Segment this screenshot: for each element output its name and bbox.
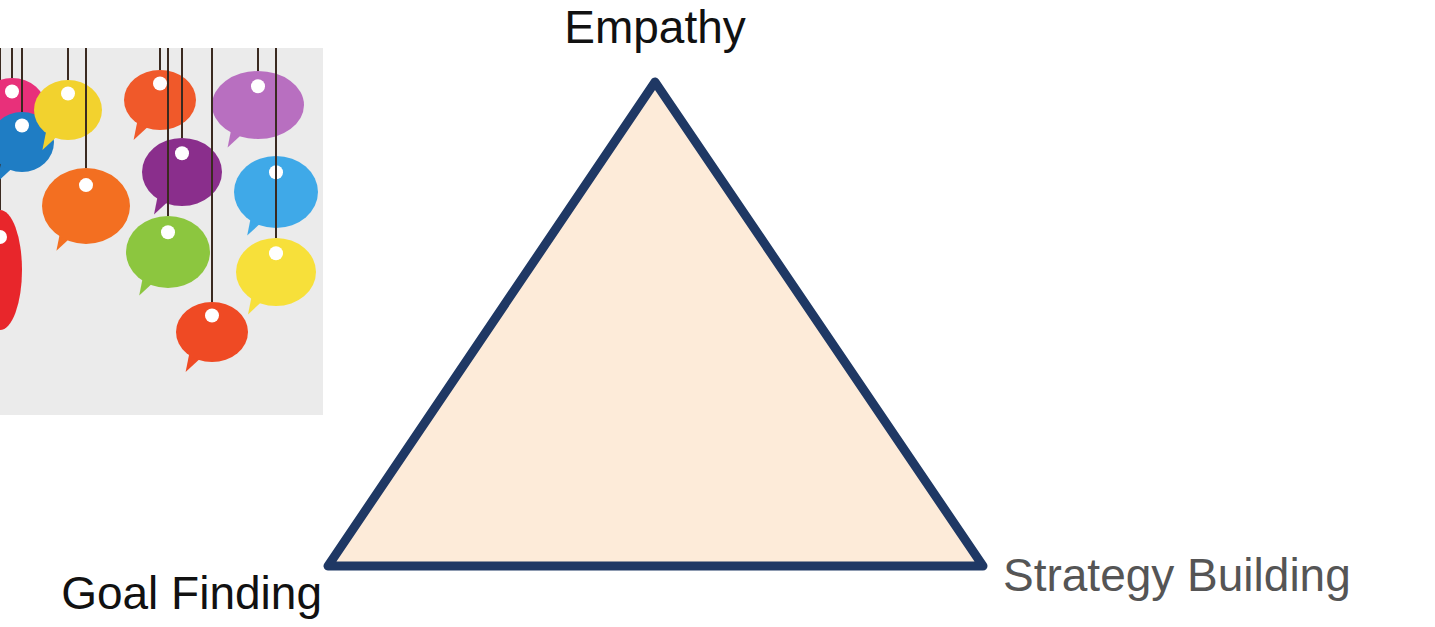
bubble-hole bbox=[79, 178, 93, 192]
string bbox=[67, 48, 69, 80]
bubble-hole bbox=[61, 87, 75, 101]
bubble bbox=[0, 210, 22, 330]
bubble-hole bbox=[153, 77, 167, 91]
bubble-hole bbox=[251, 79, 265, 93]
string bbox=[167, 48, 169, 216]
bubble-hole bbox=[5, 85, 19, 99]
bubble-hole bbox=[175, 146, 189, 160]
speech-bubbles bbox=[0, 48, 318, 372]
bubble-hole bbox=[0, 230, 7, 244]
string bbox=[85, 48, 87, 168]
bubble-hole bbox=[205, 309, 219, 323]
triangle bbox=[328, 82, 983, 566]
photo-ground bbox=[0, 48, 323, 415]
string bbox=[211, 48, 213, 302]
string bbox=[181, 48, 183, 138]
bubble bbox=[126, 216, 210, 288]
bubble bbox=[236, 238, 316, 306]
bubble-hole bbox=[269, 246, 283, 260]
string bbox=[275, 48, 277, 238]
vertex-label: Goal Finding bbox=[61, 568, 322, 619]
string bbox=[159, 48, 161, 70]
bubble bbox=[176, 302, 248, 362]
bubble bbox=[34, 80, 102, 140]
bubble-hole bbox=[15, 119, 29, 133]
bubble bbox=[142, 138, 222, 206]
bubble-hole bbox=[161, 225, 175, 239]
string bbox=[21, 48, 23, 112]
bubble bbox=[212, 71, 304, 139]
string bbox=[11, 48, 13, 78]
vertex-label: Strategy Building bbox=[1003, 550, 1351, 601]
string bbox=[257, 48, 259, 71]
vertex-label: Empathy bbox=[564, 2, 746, 53]
bubble bbox=[42, 168, 130, 244]
bubble bbox=[124, 70, 196, 130]
